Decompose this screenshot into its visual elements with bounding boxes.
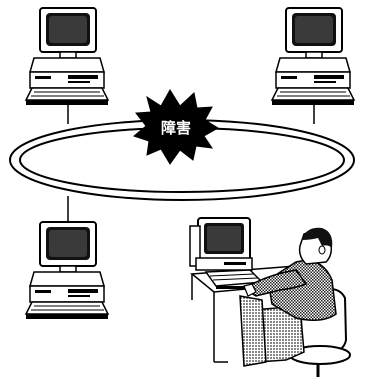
computer-top-right xyxy=(272,8,354,105)
operator-workstation xyxy=(190,218,350,377)
fault-burst-icon: 障害 xyxy=(134,90,218,164)
computer-top-left xyxy=(26,8,108,105)
computer-bottom-left xyxy=(26,222,108,319)
fault-label: 障害 xyxy=(161,119,191,137)
